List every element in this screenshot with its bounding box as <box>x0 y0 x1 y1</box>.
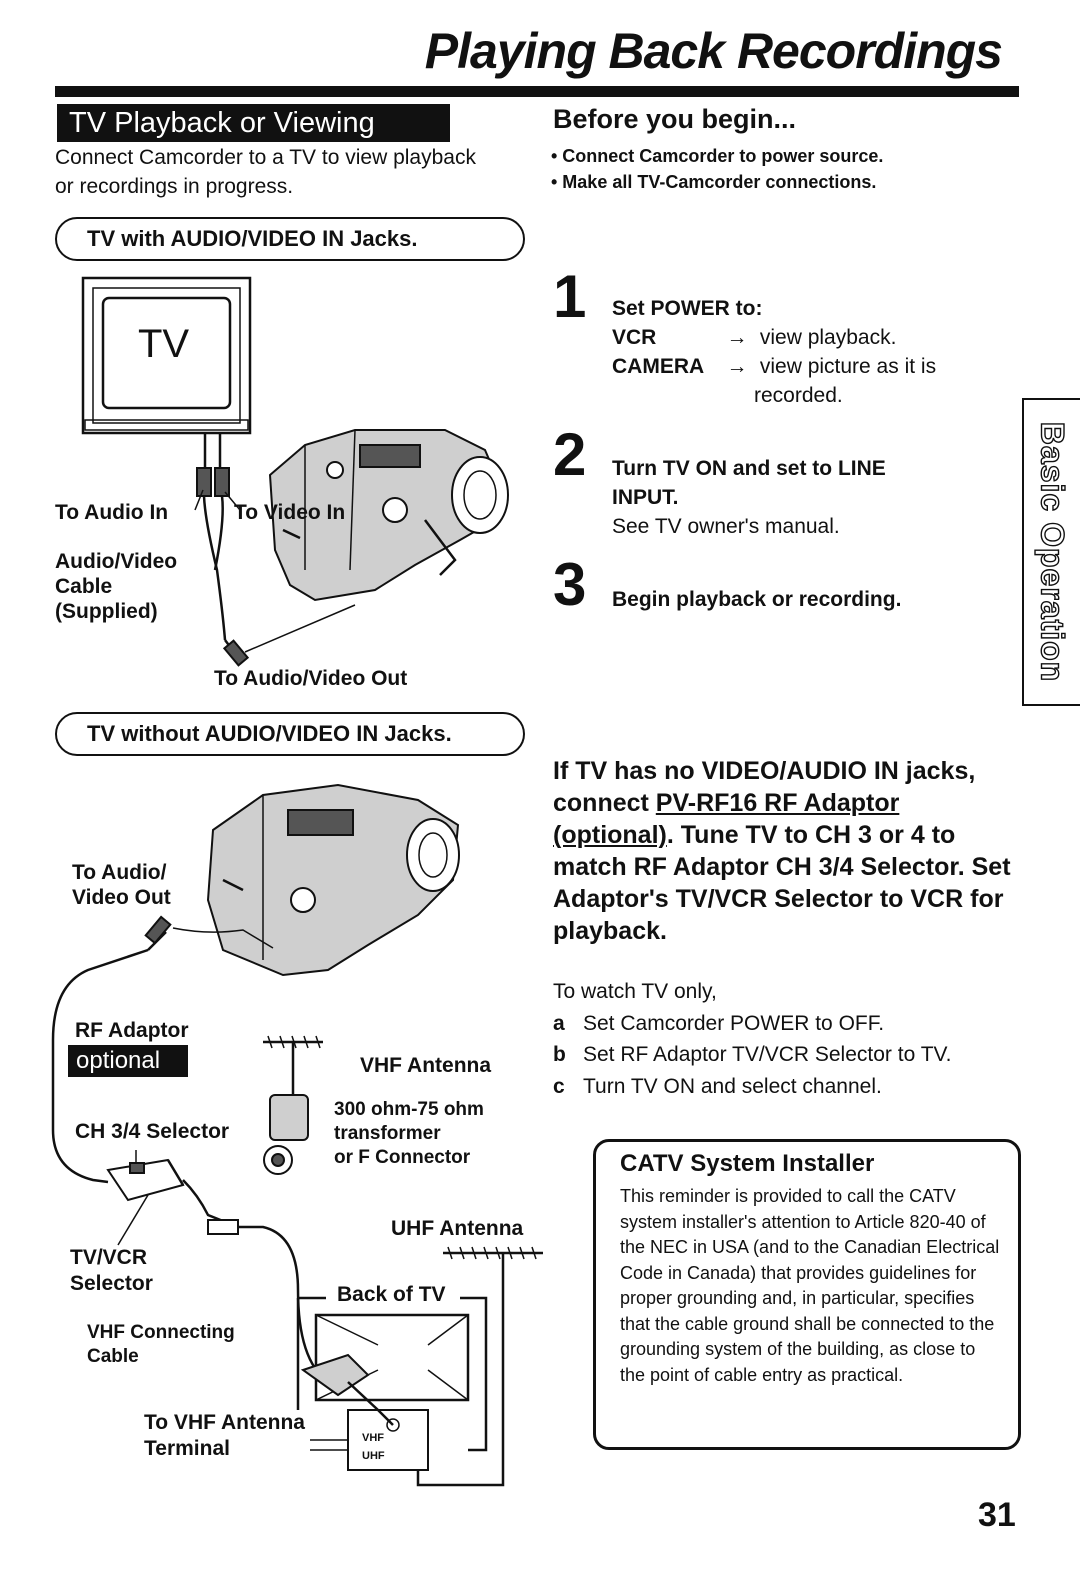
back-of-tv-label: Back of TV <box>333 1282 450 1307</box>
step-2-note: See TV owner's manual. <box>612 515 840 538</box>
rf-adaptor-instructions: If TV has no VIDEO/AUDIO IN jacks, conne… <box>553 757 1011 945</box>
catv-installer-notice: CATV System Installer This reminder is p… <box>593 1139 1021 1450</box>
to-video-in-label: To Video In <box>234 501 346 524</box>
step-1-camera-line: CAMERA→ view picture as it is <box>612 355 937 378</box>
section-intro: Connect Camcorder to a TV to view playba… <box>55 146 476 198</box>
transformer-label-1: 300 ohm-75 ohm <box>334 1099 484 1120</box>
av-cable-label-line1: Audio/Video <box>55 550 178 573</box>
before-you-begin-heading: Before you begin... <box>553 104 797 134</box>
watch-tv-intro: To watch TV only, <box>553 980 717 1003</box>
section-heading-badge: TV Playback or Viewing <box>57 104 450 142</box>
tv-without-av-jacks-diagram <box>51 783 543 1487</box>
step-3-number: 3 <box>553 551 587 618</box>
rf-adaptor-label: RF Adaptor <box>75 1019 189 1042</box>
tv-with-av-jacks-heading: TV with AUDIO/VIDEO IN Jacks. <box>55 217 525 261</box>
ch-selector-label: CH 3/4 Selector <box>75 1120 230 1143</box>
to-av-out-label-1: To Audio/ <box>72 861 167 884</box>
step-2-number: 2 <box>553 421 587 488</box>
tv-screen-label: TV <box>138 322 190 366</box>
vhf-terminal-label-2: Terminal <box>144 1437 230 1460</box>
step-1-vcr-line: VCR→ view playback. <box>612 326 897 349</box>
step-2-title-line2: INPUT. <box>612 486 679 509</box>
vhf-cable-label-1: VHF Connecting <box>87 1322 235 1343</box>
before-you-begin-list: • Connect Camcorder to power source. • M… <box>551 143 883 195</box>
to-av-out-label: To Audio/Video Out <box>214 667 408 690</box>
tv-set-illustration <box>81 276 252 435</box>
before-item: • Connect Camcorder to power source. <box>551 146 884 166</box>
av-cable-label-line2: Cable <box>55 575 113 598</box>
camcorder-illustration-2 <box>206 783 460 977</box>
rf-adaptor-illustration <box>106 1158 239 1235</box>
catv-text: This reminder is provided to call the CA… <box>620 1186 1000 1385</box>
step-3-text: Begin playback or recording. <box>612 588 902 611</box>
uhf-antenna-label: UHF Antenna <box>391 1217 524 1240</box>
to-audio-in-label: To Audio In <box>55 501 169 524</box>
step-1-number: 1 <box>553 263 587 330</box>
uhf-port-label: UHF <box>362 1450 385 1462</box>
step-1-title: Set POWER to: <box>612 297 763 320</box>
title-rule <box>55 86 1019 97</box>
page-number: 31 <box>978 1496 1016 1534</box>
optional-badge: optional <box>68 1045 188 1077</box>
step-2-title-line1: Turn TV ON and set to LINE <box>612 457 886 480</box>
step-1-camera-line2: recorded. <box>754 384 843 407</box>
to-av-out-label-2: Video Out <box>72 886 171 909</box>
side-tab-label: Basic Operation <box>1034 421 1071 683</box>
rf-adaptor-model-link: PV-RF16 RF Adaptor (optional) <box>553 789 900 849</box>
step-2-text: Turn TV ON and set to LINE INPUT. See TV… <box>612 454 972 541</box>
transformer-label-2: transformer <box>334 1123 441 1144</box>
tv-with-av-jacks-diagram <box>81 276 509 667</box>
vhf-cable-label-2: Cable <box>87 1346 139 1367</box>
av-cable-label-line3: (Supplied) <box>55 600 158 623</box>
tv-without-av-jacks-heading: TV without AUDIO/VIDEO IN Jacks. <box>55 712 525 756</box>
transformer-label-3: or F Connector <box>334 1147 471 1168</box>
vhf-terminal-label-1: To VHF Antenna <box>144 1411 305 1434</box>
tvvcr-selector-label-1: TV/VCR <box>70 1246 148 1269</box>
page-title: Playing Back Recordings <box>424 23 1003 79</box>
catv-title: CATV System Installer <box>620 1150 875 1177</box>
tvvcr-selector-label-2: Selector <box>70 1272 153 1295</box>
section-side-tab: Basic Operation <box>1022 398 1080 706</box>
vhf-antenna-label: VHF Antenna <box>360 1054 492 1077</box>
vhf-port-label: VHF <box>362 1432 384 1444</box>
camcorder-illustration <box>268 429 509 602</box>
before-item: • Make all TV-Camcorder connections. <box>551 172 877 192</box>
step-1-text: Set POWER to: VCR→ view playback. CAMERA… <box>612 294 972 410</box>
